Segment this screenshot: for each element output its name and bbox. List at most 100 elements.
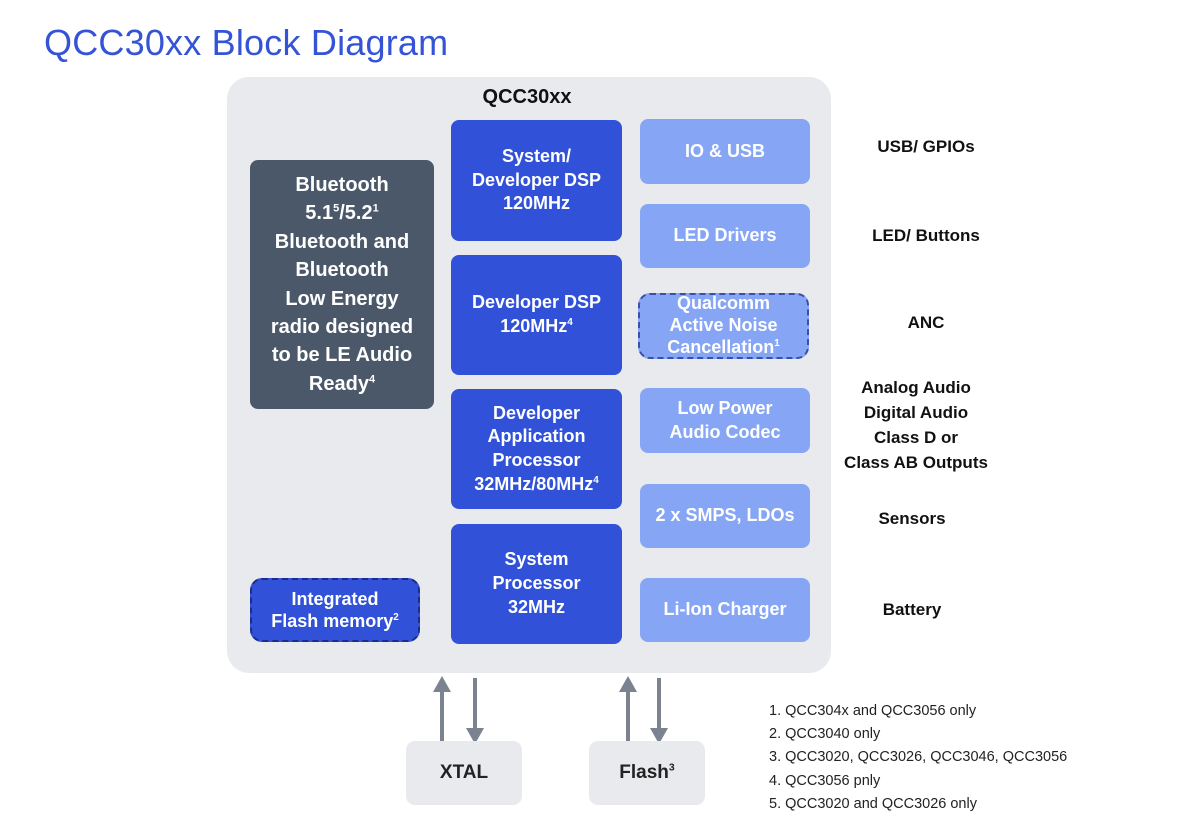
footnote-marker: 2	[393, 612, 399, 623]
line-text: Developer DSP	[471, 292, 602, 313]
side-label-sensors: Sensors	[832, 506, 992, 531]
side-label-battery: Battery	[832, 597, 992, 622]
block-text-line: Integrated	[271, 588, 399, 611]
block-text: USB/ GPIOs	[846, 134, 1006, 159]
line-text: Battery	[882, 600, 942, 619]
block-text: LED/ Buttons	[846, 223, 1006, 248]
block-text-line: Qualcomm	[667, 293, 780, 315]
block-text: LED Drivers	[673, 224, 776, 248]
io-usb-block: IO & USB	[640, 119, 810, 184]
line-text: LED Drivers	[673, 225, 777, 246]
block-text-line: 120MHz	[472, 192, 601, 216]
block-text: System/Developer DSP 120MHz	[472, 145, 601, 216]
side-label-usb-gpios: USB/ GPIOs	[846, 134, 1006, 159]
line-text: 32MHz	[507, 596, 565, 617]
block-text-line: Flash3	[619, 760, 674, 785]
line-text: 120MHz	[502, 193, 571, 214]
footnote-5: 5. QCC3020 and QCC3026 only	[769, 795, 977, 812]
side-label-led-buttons: LED/ Buttons	[846, 223, 1006, 248]
block-text-line: System	[492, 548, 580, 572]
block-text-line: LED Drivers	[673, 224, 776, 248]
line-text: Bluetooth	[295, 173, 389, 196]
xtal-down-arrow-head	[466, 728, 484, 744]
block-text: Battery	[832, 597, 992, 622]
block-text-line: Flash memory2	[271, 610, 399, 633]
line-text: /5.2	[339, 202, 373, 225]
block-text-line: Class D or	[830, 425, 1002, 450]
block-text: 2 x SMPS, LDOs	[655, 504, 794, 528]
line-text: Ready	[308, 372, 369, 395]
line-text: Processor	[492, 450, 581, 470]
footnote-marker: 4	[567, 317, 573, 328]
flash-down-arrow-head	[650, 728, 668, 744]
block-text-line: radio designed	[271, 313, 413, 341]
footnote-3: 3. QCC3020, QCC3026, QCC3046, QCC3056	[769, 749, 1068, 766]
block-text-line: Audio Codec	[670, 421, 781, 445]
block-text-line: USB/ GPIOs	[846, 134, 1006, 159]
footnotes: 1. QCC304x and QCC3056 only 2. QCC3040 o…	[769, 700, 1067, 816]
line-text: System/	[501, 145, 572, 166]
block-text-line: IO & USB	[685, 140, 765, 164]
line-text: IO & USB	[684, 140, 765, 161]
page-title: QCC30xx Block Diagram	[44, 22, 449, 63]
block-text-line: to be LE Audio	[271, 341, 413, 369]
line-text: Processor	[492, 573, 581, 594]
line-text: USB/ GPIOs	[877, 137, 975, 156]
block-text: XTAL	[440, 760, 488, 785]
block-text-line: Low Energy	[271, 285, 413, 313]
footnote-marker: 5	[333, 202, 340, 215]
line-text: Sensors	[878, 509, 946, 528]
flash-up-arrow-head	[619, 676, 637, 692]
footnote-marker: 1	[774, 337, 780, 349]
block-text-line: Battery	[832, 597, 992, 622]
footnote-marker: 4	[368, 373, 376, 386]
block-text-line: 120MHz4	[472, 315, 601, 339]
line-text: Flash	[619, 762, 669, 784]
xtal-down-arrow-shaft	[473, 678, 477, 730]
block-text-line: Developer DSP	[472, 291, 601, 315]
block-text-line: Class AB Outputs	[830, 450, 1002, 475]
li-ion-charger-block: Li-Ion Charger	[640, 578, 810, 642]
line-text: XTAL	[439, 762, 489, 784]
xtal-up-arrow-shaft	[440, 690, 444, 744]
chip-label: QCC30xx	[482, 86, 572, 108]
line-text: Audio Codec	[669, 421, 781, 442]
line-text: Qualcomm	[676, 293, 771, 314]
footnote-marker: 3	[668, 763, 675, 775]
line-text: Bluetooth	[295, 259, 389, 282]
led-drivers-block: LED Drivers	[640, 204, 810, 268]
external-flash-block: Flash3	[589, 741, 705, 805]
line-text: System	[504, 549, 569, 570]
line-text: radio designed	[270, 315, 414, 338]
line-text: LED/ Buttons	[872, 226, 980, 245]
line-text: Developer DSP	[471, 169, 602, 190]
block-text-line: 32MHz	[492, 596, 580, 620]
block-text-line: Processor	[492, 572, 580, 596]
block-text-line: Bluetooth and	[271, 228, 413, 256]
xtal-block: XTAL	[406, 741, 522, 805]
block-text-line: System/	[472, 145, 601, 169]
line-text: Developer	[492, 402, 581, 423]
block-text-line: Li-Ion Charger	[663, 598, 786, 622]
block-text-line: 2 x SMPS, LDOs	[655, 504, 794, 528]
footnote-marker: 4	[593, 474, 599, 486]
block-text-line: Application	[474, 425, 599, 449]
line-text: 2 x SMPS, LDOs	[655, 505, 795, 526]
line-text: Integrated	[291, 588, 379, 609]
line-text: Digital Audio	[863, 403, 969, 422]
block-text: Li-Ion Charger	[663, 598, 786, 622]
footnote-4: 4. QCC3056 pnly	[769, 772, 881, 789]
flash-down-arrow-shaft	[657, 678, 661, 730]
